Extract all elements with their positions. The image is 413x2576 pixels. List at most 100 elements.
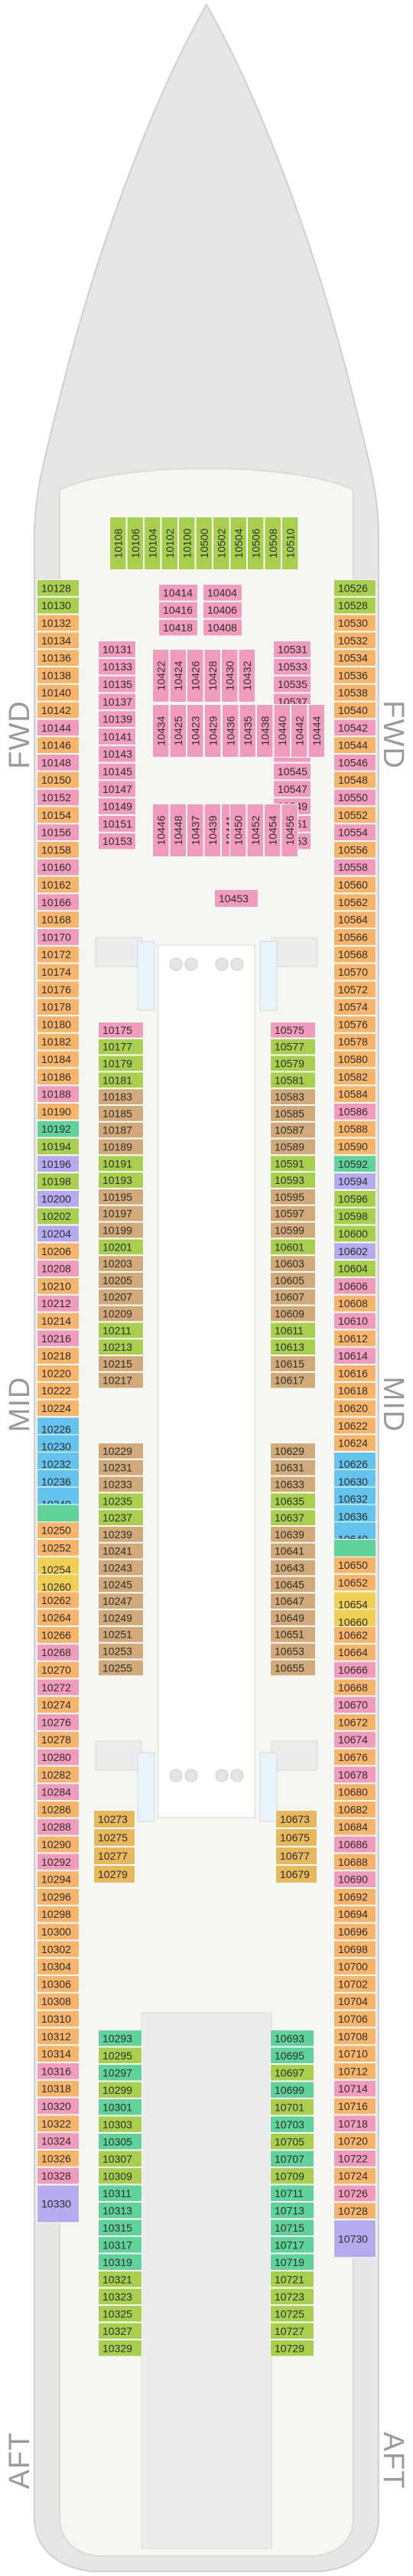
cabin-block[interactable] <box>126 517 144 570</box>
cabin-block[interactable] <box>333 928 376 946</box>
cabin-10699[interactable]: 10699 <box>270 2081 314 2098</box>
cabin-10166[interactable]: 10166 <box>37 893 80 911</box>
cabin-block[interactable] <box>37 1068 80 1086</box>
cabin-10298[interactable]: 10298 <box>37 1905 80 1923</box>
cabin-block[interactable] <box>270 2115 314 2133</box>
cabin-10613[interactable]: 10613 <box>270 1339 316 1355</box>
cabin-block[interactable] <box>270 1088 316 1105</box>
cabin-block[interactable] <box>37 1958 80 1975</box>
cabin-block[interactable] <box>98 1593 144 1609</box>
cabin-10713[interactable]: 10713 <box>270 2202 314 2219</box>
cabin-block[interactable] <box>333 1573 376 1592</box>
cabin-block[interactable] <box>37 1137 80 1156</box>
cabin-10297[interactable]: 10297 <box>98 2064 142 2082</box>
cabin-10728[interactable]: 10728 <box>333 2202 376 2220</box>
cabin-block[interactable] <box>37 2010 80 2028</box>
cabin-10429[interactable]: 10429 <box>204 704 222 758</box>
cabin-10620[interactable]: 10620 <box>333 1399 376 1417</box>
cabin-10439[interactable]: 10439 <box>203 804 221 857</box>
cabin-block[interactable] <box>37 1626 80 1644</box>
cabin-10452[interactable]: 10452 <box>246 804 264 857</box>
cabin-block[interactable] <box>333 1748 376 1766</box>
cabin-10211[interactable]: 10211 <box>98 1322 144 1339</box>
cabin-block[interactable] <box>333 1940 376 1958</box>
cabin-10108[interactable]: 10108 <box>109 517 127 570</box>
cabin-block[interactable] <box>37 1365 80 1382</box>
cabin-block[interactable] <box>333 2097 376 2115</box>
cabin-10181[interactable]: 10181 <box>98 1071 144 1089</box>
cabin-block[interactable] <box>333 2062 376 2080</box>
cabin-10204[interactable]: 10204 <box>37 1224 80 1243</box>
cabin-10301[interactable]: 10301 <box>98 2098 142 2116</box>
cabin-10319[interactable]: 10319 <box>98 2253 142 2271</box>
cabin-10202[interactable]: 10202 <box>37 1207 80 1225</box>
cabin-block[interactable] <box>270 1659 316 1677</box>
cabin-10295[interactable]: 10295 <box>98 2046 142 2064</box>
cabin-10147[interactable]: 10147 <box>98 780 136 798</box>
cabin-block[interactable] <box>37 876 80 894</box>
cabin-block[interactable] <box>333 1905 376 1923</box>
cabin-block[interactable] <box>270 2167 314 2185</box>
cabin-10198[interactable]: 10198 <box>37 1172 80 1190</box>
cabin-10128[interactable]: 10128 <box>37 579 80 597</box>
cabin-10316[interactable]: 10316 <box>37 2062 80 2080</box>
cabin-block[interactable] <box>37 2027 80 2046</box>
cabin-10428[interactable]: 10428 <box>203 649 221 703</box>
cabin-block[interactable] <box>169 804 187 857</box>
cabin-10596[interactable]: 10596 <box>333 1190 376 1208</box>
cabin-10303[interactable]: 10303 <box>98 2115 142 2133</box>
cabin-10535[interactable]: 10535 <box>273 675 311 693</box>
cabin-block[interactable] <box>98 1121 144 1139</box>
cabin-10213[interactable]: 10213 <box>98 1339 144 1355</box>
cabin-block[interactable] <box>270 2253 314 2271</box>
cabin-10243[interactable]: 10243 <box>98 1559 144 1577</box>
cabin-10720[interactable]: 10720 <box>333 2132 376 2150</box>
cabin-block[interactable] <box>37 1609 80 1626</box>
cabin-10721[interactable]: 10721 <box>270 2271 314 2288</box>
cabin-10422[interactable]: 10422 <box>152 649 170 703</box>
cabin-10574[interactable]: 10574 <box>333 998 376 1016</box>
cabin-block[interactable] <box>98 2115 142 2133</box>
cabin-block[interactable] <box>98 2271 142 2288</box>
cabin-10199[interactable]: 10199 <box>98 1221 144 1239</box>
cabin-block[interactable] <box>270 2219 314 2236</box>
cabin-10270[interactable]: 10270 <box>37 1661 80 1679</box>
cabin-block[interactable] <box>333 1068 376 1086</box>
cabin-block[interactable] <box>37 928 80 946</box>
cabin-block[interactable] <box>98 1609 144 1626</box>
cabin-10304[interactable]: 10304 <box>37 1958 80 1975</box>
cabin-block[interactable] <box>333 876 376 894</box>
cabin-block[interactable] <box>37 1312 80 1330</box>
cabin-block[interactable] <box>264 804 281 857</box>
cabin-block[interactable] <box>270 1238 316 1256</box>
cabin-10160[interactable]: 10160 <box>37 858 80 876</box>
cabin-10215[interactable]: 10215 <box>98 1355 144 1372</box>
cabin-10102[interactable]: 10102 <box>161 517 178 570</box>
cabin-block[interactable] <box>221 649 239 703</box>
cabin-block[interactable] <box>37 1678 80 1697</box>
cabin-block[interactable] <box>333 1294 376 1312</box>
cabin-block[interactable] <box>333 701 376 719</box>
cabin-10220[interactable]: 10220 <box>37 1365 80 1382</box>
cabin-block[interactable] <box>37 2079 80 2098</box>
cabin-block[interactable] <box>270 1071 316 1089</box>
cabin-block[interactable] <box>273 704 291 758</box>
cabin-block[interactable] <box>37 841 80 859</box>
cabin-10106[interactable]: 10106 <box>126 517 144 570</box>
cabin-block[interactable] <box>98 2322 142 2340</box>
cabin-10251[interactable]: 10251 <box>98 1625 144 1643</box>
cabin-10454[interactable]: 10454 <box>264 804 281 857</box>
cabin-block[interactable] <box>37 579 80 597</box>
cabin-10241[interactable]: 10241 <box>98 1542 144 1560</box>
cabin-block[interactable] <box>98 2081 142 2098</box>
cabin-block[interactable] <box>270 1322 316 1339</box>
cabin-block[interactable] <box>98 1339 144 1355</box>
cabin-10598[interactable]: 10598 <box>333 1207 376 1225</box>
cabin-10450[interactable]: 10450 <box>229 804 247 857</box>
cabin-10724[interactable]: 10724 <box>333 2167 376 2185</box>
cabin-10203[interactable]: 10203 <box>98 1255 144 1272</box>
cabin-block[interactable] <box>333 980 376 999</box>
cabin-block[interactable] <box>37 1696 80 1714</box>
cabin-block[interactable] <box>98 2236 142 2254</box>
cabin-10136[interactable]: 10136 <box>37 649 80 667</box>
